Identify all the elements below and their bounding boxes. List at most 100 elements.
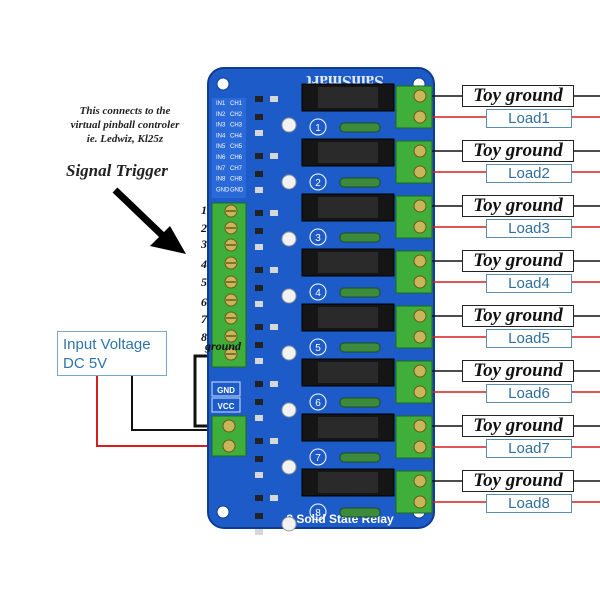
channel-number-3: 3: [315, 233, 321, 244]
smd-part: [255, 358, 263, 364]
signal-trigger-label: Signal Trigger: [66, 161, 168, 180]
relay-2-fuse: [339, 177, 381, 188]
channel-number-ring: [309, 393, 327, 411]
power-label-vcc: VCC: [218, 402, 235, 411]
smd-part: [255, 495, 263, 501]
toy-ground-label-5: Toy ground: [462, 305, 574, 327]
input-voltage-line2: DC 5V: [63, 355, 108, 372]
signal-arrow: [112, 187, 186, 254]
input-number-3: 3: [200, 237, 207, 251]
relay-3-fuse: [339, 232, 381, 243]
input-voltage-line1: Input Voltage: [63, 336, 151, 353]
controller-note-line2: virtual pinball controler: [70, 119, 180, 131]
smd-part: [270, 96, 278, 102]
channel-label: CH2: [230, 112, 243, 118]
pin-label: IN2: [216, 112, 226, 118]
toy-ground-label-8: Toy ground: [462, 470, 574, 492]
pin-label: IN6: [216, 155, 226, 161]
smd-part: [270, 381, 278, 387]
smd-part: [255, 244, 263, 250]
relay-7-top: [318, 417, 378, 438]
channel-number-ring: [309, 118, 327, 136]
channel-label: CH3: [230, 123, 243, 129]
controller-note-line3: ie. Ledwiz, Kl25z: [86, 133, 164, 145]
channel-number-ring: [309, 338, 327, 356]
relay-3-top: [318, 197, 378, 218]
smd-part: [255, 529, 263, 535]
terminal-screw: [413, 440, 427, 454]
pin-label: IN3: [216, 123, 226, 129]
smd-part: [270, 267, 278, 273]
smd-part: [255, 415, 263, 421]
status-led: [281, 117, 297, 133]
load-label-4: Load4: [486, 274, 572, 293]
relay-8-fuse: [339, 507, 381, 518]
power-label-gnd: GND: [217, 386, 235, 395]
terminal-screw: [413, 220, 427, 234]
input-number-5: 5: [201, 275, 207, 289]
toy-ground-label-2: Toy ground: [462, 140, 574, 162]
channel-label: CH4: [230, 133, 243, 139]
terminal-screw: [413, 199, 427, 213]
pin-label: IN8: [216, 177, 226, 183]
smd-part: [255, 171, 263, 177]
signal-terminal-block: [211, 202, 247, 368]
output-terminal-4: [395, 250, 433, 294]
terminal-screw: [413, 309, 427, 323]
channel-number-5: 5: [315, 343, 321, 354]
channel-number-2: 2: [315, 178, 321, 189]
terminal-screw: [413, 165, 427, 179]
output-terminal-6: [395, 360, 433, 404]
smd-part: [255, 285, 263, 291]
power-terminal-block: [211, 415, 247, 457]
input-number-2: 2: [200, 221, 207, 235]
smd-part: [255, 399, 263, 405]
output-terminal-7: [395, 415, 433, 459]
relay-4-top: [318, 252, 378, 273]
terminal-screw: [413, 474, 427, 488]
relay-7-fuse: [339, 452, 381, 463]
channel-label: CH5: [230, 144, 243, 150]
power-label-block: GND VCC: [211, 381, 241, 413]
toy-ground-label-1: Toy ground: [462, 85, 574, 107]
status-led: [281, 288, 297, 304]
smd-part: [255, 472, 263, 478]
channel-number-ring: [309, 283, 327, 301]
smd-part: [255, 438, 263, 444]
status-led: [281, 345, 297, 361]
smd-part: [255, 96, 263, 102]
smd-part: [270, 495, 278, 501]
pin-label: IN1: [216, 101, 226, 107]
channel-number-1: 1: [315, 123, 321, 134]
smd-part: [255, 210, 263, 216]
channel-label: CH8: [230, 177, 243, 183]
channel-number-6: 6: [315, 398, 321, 409]
terminal-screw: [413, 254, 427, 268]
channel-number-4: 4: [315, 288, 321, 299]
smd-part: [255, 267, 263, 273]
channel-label: GND: [230, 187, 244, 193]
relay-5-fuse: [339, 342, 381, 353]
terminal-screw: [413, 89, 427, 103]
terminal-screw: [413, 110, 427, 124]
relay-6-fuse: [339, 397, 381, 408]
smd-part: [255, 324, 263, 330]
input-number-6: 6: [201, 295, 207, 309]
channel-number-ring: [309, 503, 327, 521]
toy-ground-label-6: Toy ground: [462, 360, 574, 382]
smd-part: [270, 324, 278, 330]
terminal-screw: [413, 364, 427, 378]
relay-4-fuse: [339, 287, 381, 298]
load-label-1: Load1: [486, 109, 572, 128]
terminal-screw: [413, 144, 427, 158]
toy-ground-label-7: Toy ground: [462, 415, 574, 437]
toy-ground-label-4: Toy ground: [462, 250, 574, 272]
channel-label: CH6: [230, 155, 243, 161]
smd-part: [270, 210, 278, 216]
status-led: [281, 231, 297, 247]
terminal-screw: [413, 330, 427, 344]
